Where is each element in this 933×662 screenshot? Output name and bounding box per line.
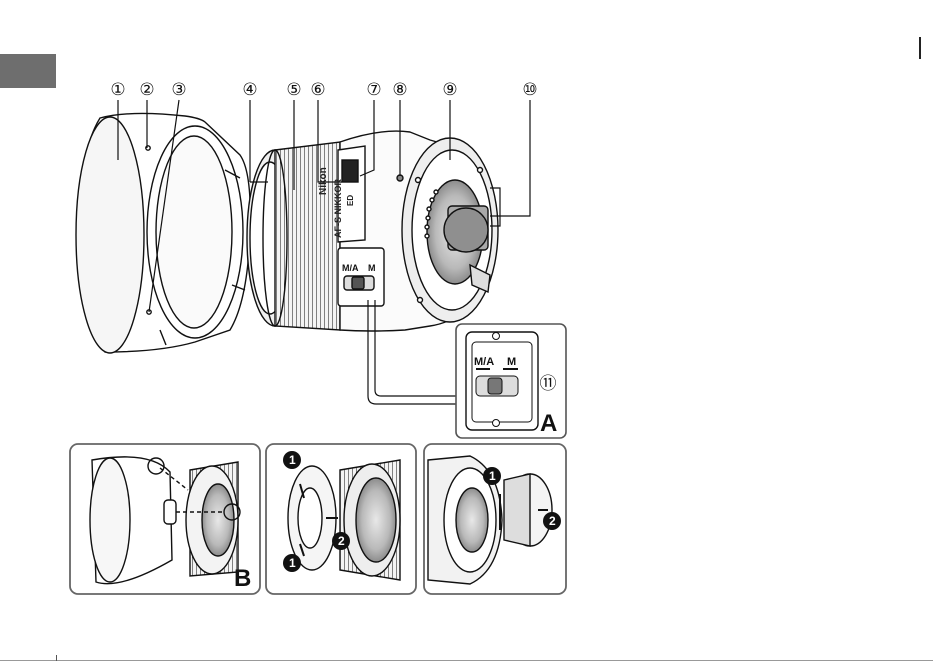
lens-model-marking: AF-S NIKKOR: [333, 179, 343, 238]
callout-5: ⑤: [281, 82, 307, 99]
lens-body: [247, 131, 498, 331]
callout-10: ⑩: [517, 82, 543, 99]
step-1-front-bottom: 1: [289, 556, 296, 570]
callout-3: ③: [166, 82, 192, 99]
switch-label-m: M: [507, 356, 516, 368]
callout-7: ⑦: [361, 82, 387, 99]
callout-8: ⑧: [387, 82, 413, 99]
step-2-rear: 2: [549, 514, 556, 528]
lens-switch-label-ma: M/A: [342, 263, 359, 273]
callout-6: ⑥: [305, 82, 331, 99]
inset-b-frame: [70, 444, 260, 594]
lens-switch-label-m: M: [368, 263, 376, 273]
step-1-rear: 1: [489, 469, 496, 483]
callout-2: ②: [134, 82, 160, 99]
inset-letter-a: A: [540, 412, 557, 436]
callout-11: ⑪: [535, 376, 561, 393]
step-1-front-top: 1: [289, 453, 296, 467]
callout-4: ④: [237, 82, 263, 99]
lens-brand-marking: Nikon: [318, 167, 329, 195]
switch-label-ma: M/A: [474, 356, 494, 368]
callout-1: ①: [105, 82, 131, 99]
inset-letter-b: B: [234, 567, 251, 591]
callout-9: ⑨: [437, 82, 463, 99]
step-2-front: 2: [338, 534, 345, 548]
lens-hood: [76, 113, 250, 353]
lens-ed-marking: ED: [346, 195, 355, 206]
